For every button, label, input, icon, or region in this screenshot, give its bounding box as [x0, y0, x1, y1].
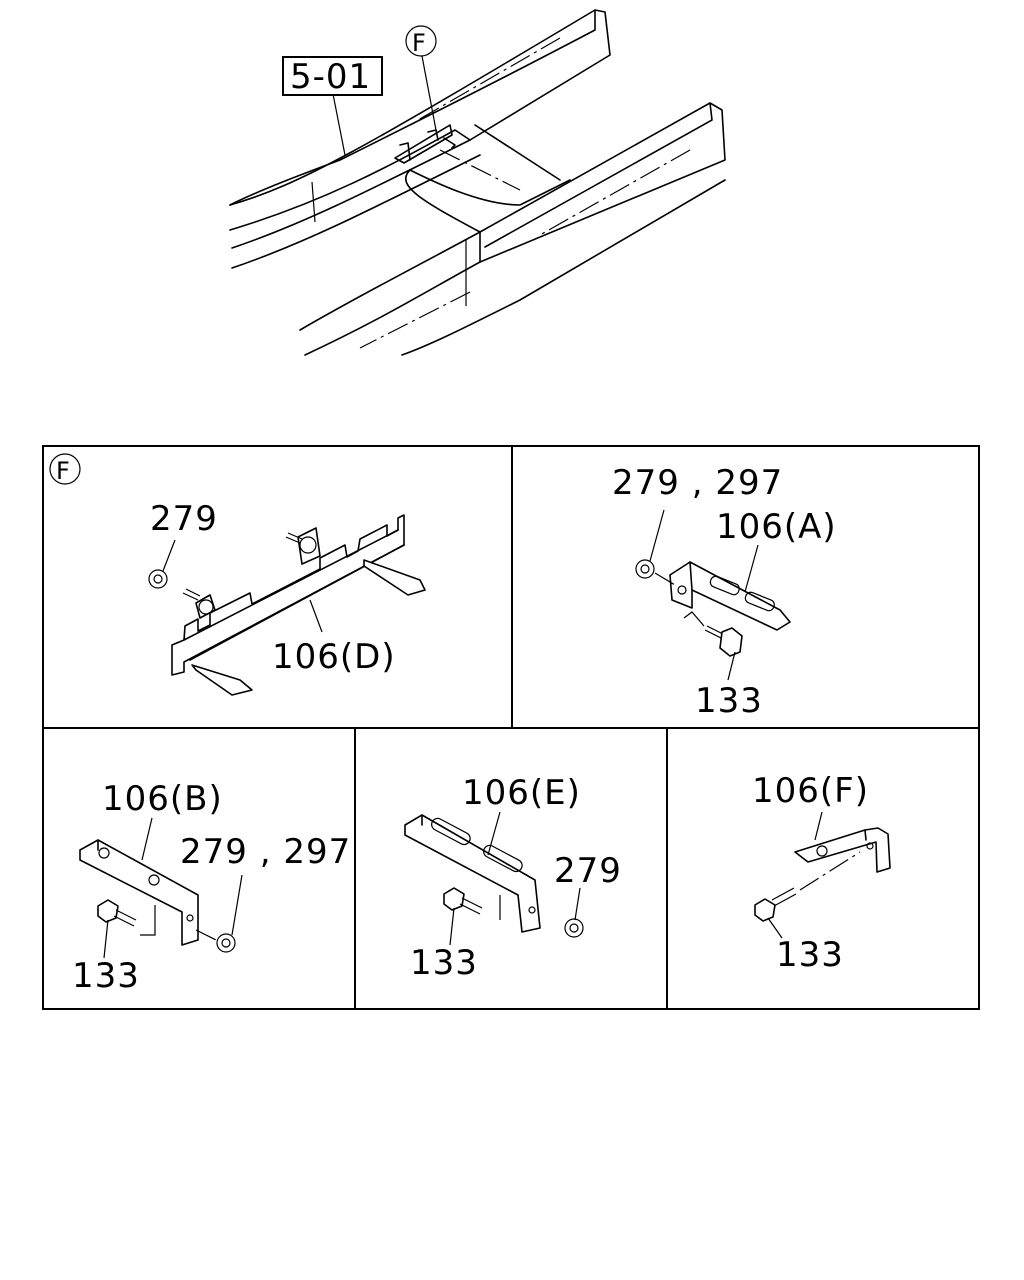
callout-106b: 106(B): [102, 779, 223, 819]
callout-106a: 106(A): [716, 507, 837, 547]
panel-marker-circle: [49, 453, 81, 485]
ref-box-5-01: [282, 56, 383, 96]
callout-133-b: 133: [72, 956, 140, 996]
callout-279-e: 279: [554, 851, 622, 891]
detail-marker-label: F: [412, 29, 427, 57]
panel-bracket-b: 106(B) 279 , 297 133: [72, 779, 351, 996]
callout-106e: 106(E): [462, 773, 581, 813]
panel-bracket-f: 106(F) 133: [752, 771, 891, 975]
callout-279-297-b: 279 , 297: [180, 832, 351, 872]
callout-279-297: 279 , 297: [612, 463, 783, 503]
callout-133-f: 133: [776, 935, 844, 975]
panel-frames: [42, 445, 980, 1010]
chassis-frame-illustration: [229, 9, 726, 356]
panel-bracket-e: 106(E) 279 133: [404, 773, 622, 983]
callout-106d: 106(D): [272, 637, 396, 677]
panel-detail-f: F 279 106(D): [49, 453, 426, 696]
callout-106f: 106(F): [752, 771, 869, 811]
callout-133-e: 133: [410, 943, 478, 983]
ref-box-label: 5-01: [290, 57, 371, 97]
panel-bracket-a: 279 , 297 106(A) 133: [612, 463, 837, 721]
detail-marker-circle: [405, 25, 437, 57]
callout-279: 279: [150, 499, 218, 539]
callout-133: 133: [695, 681, 763, 721]
panel-marker-label: F: [56, 457, 71, 485]
